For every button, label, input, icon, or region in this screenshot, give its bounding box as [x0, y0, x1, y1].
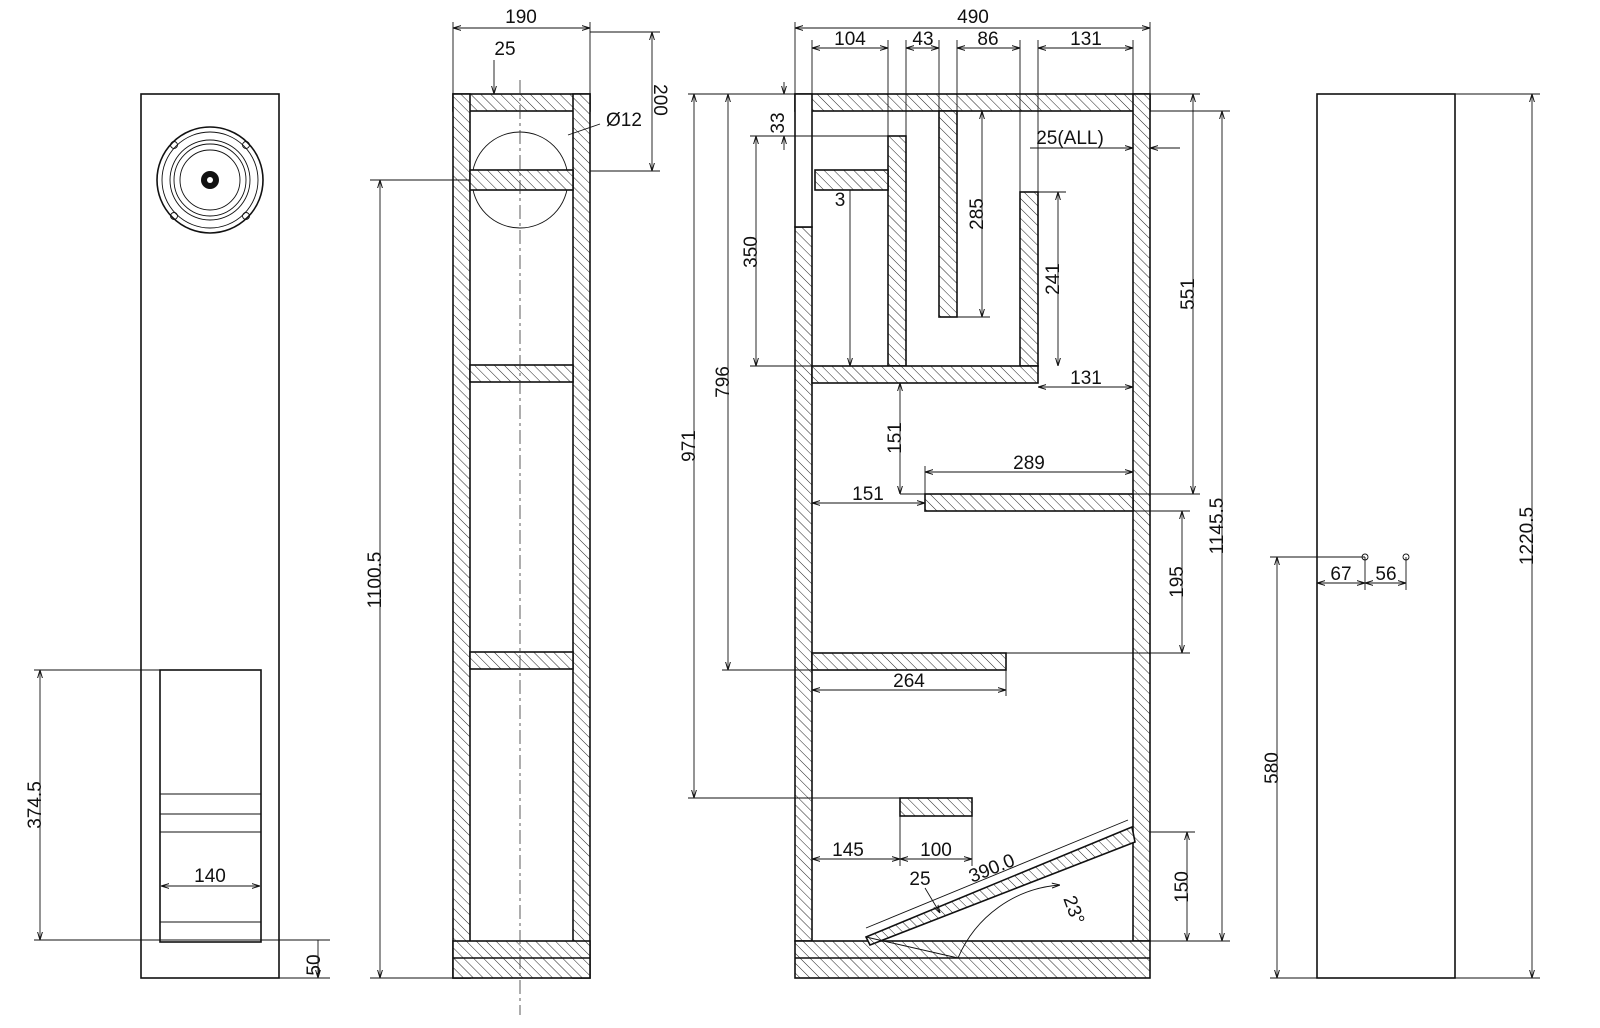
shelf-1: [811, 365, 1039, 384]
dim-h971: 971: [679, 430, 700, 462]
dim-w131-shelf: 131: [1070, 368, 1102, 389]
partition-1: [887, 135, 907, 367]
dim-port-width: 140: [194, 866, 226, 887]
dim-h195: 195: [1167, 566, 1188, 598]
dim-w151: 151: [852, 484, 884, 505]
port-tube: [814, 169, 889, 191]
side-bottom-panel: [452, 940, 591, 979]
dim-h1145: 1145.5: [1207, 498, 1228, 555]
dim-t67: 67: [1330, 564, 1351, 585]
dim-h350: 350: [741, 236, 762, 268]
side-top-panel: [452, 93, 591, 112]
speaker-driver-icon: [156, 126, 264, 234]
dim-t56: 56: [1375, 564, 1396, 585]
dim-section-width: 490: [957, 7, 989, 28]
section-right-panel: [1132, 93, 1151, 942]
section-bottom-panel: [794, 940, 1151, 979]
dim-h285: 285: [967, 198, 988, 230]
internal-section-view: 490 104 43 86 131 33 25(ALL) 3 350: [679, 7, 1230, 979]
dim-h150: 150: [1172, 871, 1193, 903]
rear-panel-outline: [1316, 93, 1456, 979]
dim-w43: 43: [912, 29, 933, 50]
side-brace-1: [469, 364, 574, 383]
dim-side-height: 1100.5: [365, 552, 386, 609]
dim-w100: 100: [920, 840, 952, 861]
front-panel-outline: [140, 93, 280, 979]
port-block: [899, 797, 973, 817]
dim-driver-center: 200: [649, 84, 670, 116]
section-top-panel: [794, 93, 1151, 112]
dim-port-height: 374.5: [25, 781, 46, 829]
shelf-3: [811, 652, 1007, 671]
dim-w86: 86: [977, 29, 998, 50]
dim-bottom-offset: 50: [304, 954, 325, 975]
dim-thickness-all: 25(ALL): [1036, 128, 1104, 149]
dim-w264: 264: [893, 671, 925, 692]
side-brace-2: [469, 651, 574, 670]
shelf-2: [924, 493, 1134, 512]
side-front-panel: [452, 93, 471, 979]
dim-h796: 796: [713, 366, 734, 398]
dim-h241: 241: [1043, 263, 1064, 295]
dim-angle: 23°: [1058, 893, 1088, 927]
dim-terminal-height: 580: [1262, 752, 1283, 784]
dim-w104: 104: [834, 29, 866, 50]
dim-panel-inset: 25: [494, 39, 515, 60]
side-back-panel: [572, 93, 591, 979]
dim-driver-dia: Ø12: [606, 110, 642, 131]
side-section-view: 190 25 200 Ø12 1100.5: [365, 7, 670, 1015]
dim-port-mark: 3: [835, 190, 846, 211]
dim-w131: 131: [1070, 29, 1102, 50]
angled-reflector: [864, 825, 1136, 947]
dim-rear-height: 1220.5: [1517, 507, 1538, 565]
dim-h151: 151: [885, 422, 906, 454]
port-opening: [159, 669, 262, 943]
partition-3: [1019, 191, 1039, 367]
dim-top-gap: 33: [768, 112, 789, 133]
dim-t25: 25: [909, 869, 930, 890]
section-left-panel-lower: [794, 226, 813, 942]
dim-depth: 190: [505, 7, 537, 28]
partition-2: [938, 110, 958, 318]
front-view: 374.5 140 50: [25, 93, 330, 979]
rear-view: 1220.5 580 67 56: [1262, 93, 1540, 979]
dim-w289: 289: [1013, 453, 1045, 474]
dim-h551: 551: [1178, 278, 1199, 310]
dim-w145: 145: [832, 840, 864, 861]
